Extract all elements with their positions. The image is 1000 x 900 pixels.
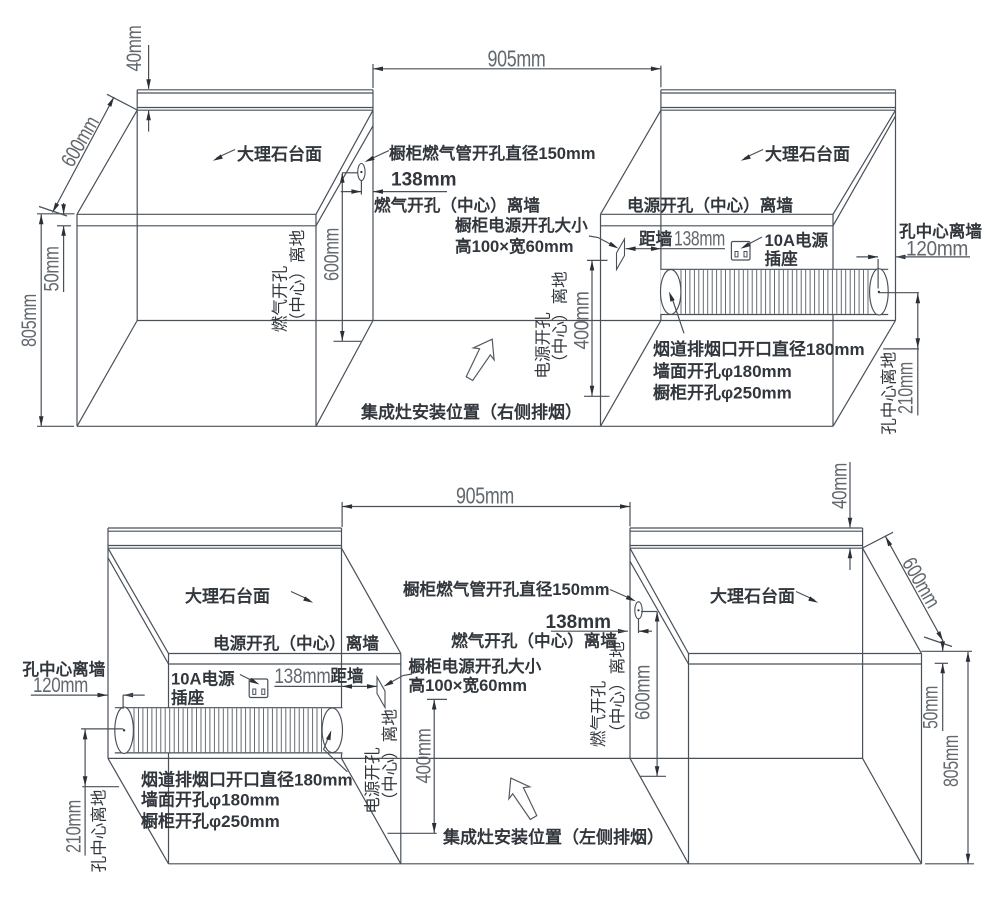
svg-text:电源开孔（中心）离墙: 电源开孔（中心）离墙 [627, 195, 793, 215]
svg-text:400mm: 400mm [413, 729, 436, 784]
svg-text:805mm: 805mm [940, 735, 963, 787]
svg-text:600mm: 600mm [632, 665, 655, 720]
svg-text:距墙: 距墙 [639, 229, 673, 249]
svg-text:（中心）离地: （中心）离地 [551, 271, 570, 371]
svg-text:插座: 插座 [765, 249, 799, 269]
svg-text:高100×宽60mm: 高100×宽60mm [409, 675, 528, 695]
svg-text:孔中心离地: 孔中心离地 [880, 352, 899, 435]
svg-text:10A电源: 10A电源 [171, 669, 235, 689]
svg-text:600mm: 600mm [321, 228, 344, 281]
svg-text:孔中心离墙: 孔中心离墙 [899, 221, 982, 241]
svg-text:孔中心离地: 孔中心离地 [90, 790, 109, 873]
svg-text:集成灶安装位置（右侧排烟）: 集成灶安装位置（右侧排烟） [360, 402, 582, 422]
svg-text:120mm: 120mm [906, 238, 968, 261]
svg-text:橱柜燃气管开孔直径150mm: 橱柜燃气管开孔直径150mm [403, 579, 610, 599]
svg-text:50mm: 50mm [41, 247, 64, 292]
svg-text:大理石台面: 大理石台面 [765, 144, 850, 164]
svg-text:电源开孔: 电源开孔 [534, 312, 553, 379]
svg-text:138mm: 138mm [546, 612, 612, 633]
svg-text:电源开孔（中心）离墙: 电源开孔（中心）离墙 [213, 633, 379, 653]
svg-text:805mm: 805mm [18, 294, 41, 347]
svg-text:210mm: 210mm [63, 800, 86, 853]
svg-text:120mm: 120mm [33, 674, 88, 697]
svg-text:墙面开孔φ180mm: 墙面开孔φ180mm [653, 361, 792, 381]
svg-text:40mm: 40mm [123, 26, 146, 72]
svg-text:905mm: 905mm [456, 483, 514, 509]
svg-text:墙面开孔φ180mm: 墙面开孔φ180mm [141, 790, 280, 810]
svg-text:大理石台面: 大理石台面 [710, 586, 795, 606]
svg-text:10A电源: 10A电源 [765, 230, 829, 250]
svg-text:烟道排烟口开口直径180mm: 烟道排烟口开口直径180mm [653, 339, 865, 359]
svg-text:燃气开孔: 燃气开孔 [589, 680, 608, 747]
svg-text:（中心）离地: （中心）离地 [380, 709, 399, 809]
svg-text:孔中心离墙: 孔中心离墙 [22, 659, 105, 679]
svg-text:50mm: 50mm [920, 686, 943, 729]
svg-text:烟道排烟口开口直径180mm: 烟道排烟口开口直径180mm [141, 770, 353, 790]
svg-text:橱柜电源开孔大小: 橱柜电源开孔大小 [455, 215, 588, 235]
svg-text:橱柜开孔φ250mm: 橱柜开孔φ250mm [141, 811, 280, 831]
svg-text:（中心）离地: （中心）离地 [288, 230, 307, 330]
svg-text:燃气开孔: 燃气开孔 [271, 265, 290, 332]
svg-text:电源开孔: 电源开孔 [363, 747, 382, 814]
svg-text:138mm: 138mm [674, 228, 725, 251]
svg-text:210mm: 210mm [895, 362, 918, 414]
svg-text:距墙: 距墙 [330, 666, 364, 686]
svg-text:138mm: 138mm [274, 665, 330, 688]
svg-text:（中心）离地: （中心）离地 [608, 641, 627, 741]
svg-text:插座: 插座 [171, 688, 205, 708]
svg-text:高100×宽60mm: 高100×宽60mm [455, 236, 574, 256]
svg-text:橱柜燃气管开孔直径150mm: 橱柜燃气管开孔直径150mm [389, 143, 596, 163]
svg-text:橱柜电源开孔大小: 橱柜电源开孔大小 [409, 656, 542, 676]
svg-text:大理石台面: 大理石台面 [237, 144, 322, 164]
svg-text:燃气开孔（中心）离墙: 燃气开孔（中心）离墙 [374, 195, 540, 215]
svg-text:集成灶安装位置（左侧排烟）: 集成灶安装位置（左侧排烟） [442, 827, 664, 847]
svg-text:大理石台面: 大理石台面 [185, 586, 270, 606]
svg-text:905mm: 905mm [488, 46, 546, 72]
svg-text:40mm: 40mm [829, 463, 852, 509]
svg-text:燃气开孔（中心）离墙: 燃气开孔（中心）离墙 [451, 631, 617, 651]
svg-text:138mm: 138mm [391, 170, 457, 191]
svg-text:400mm: 400mm [571, 292, 594, 350]
svg-text:橱柜开孔φ250mm: 橱柜开孔φ250mm [653, 383, 792, 403]
